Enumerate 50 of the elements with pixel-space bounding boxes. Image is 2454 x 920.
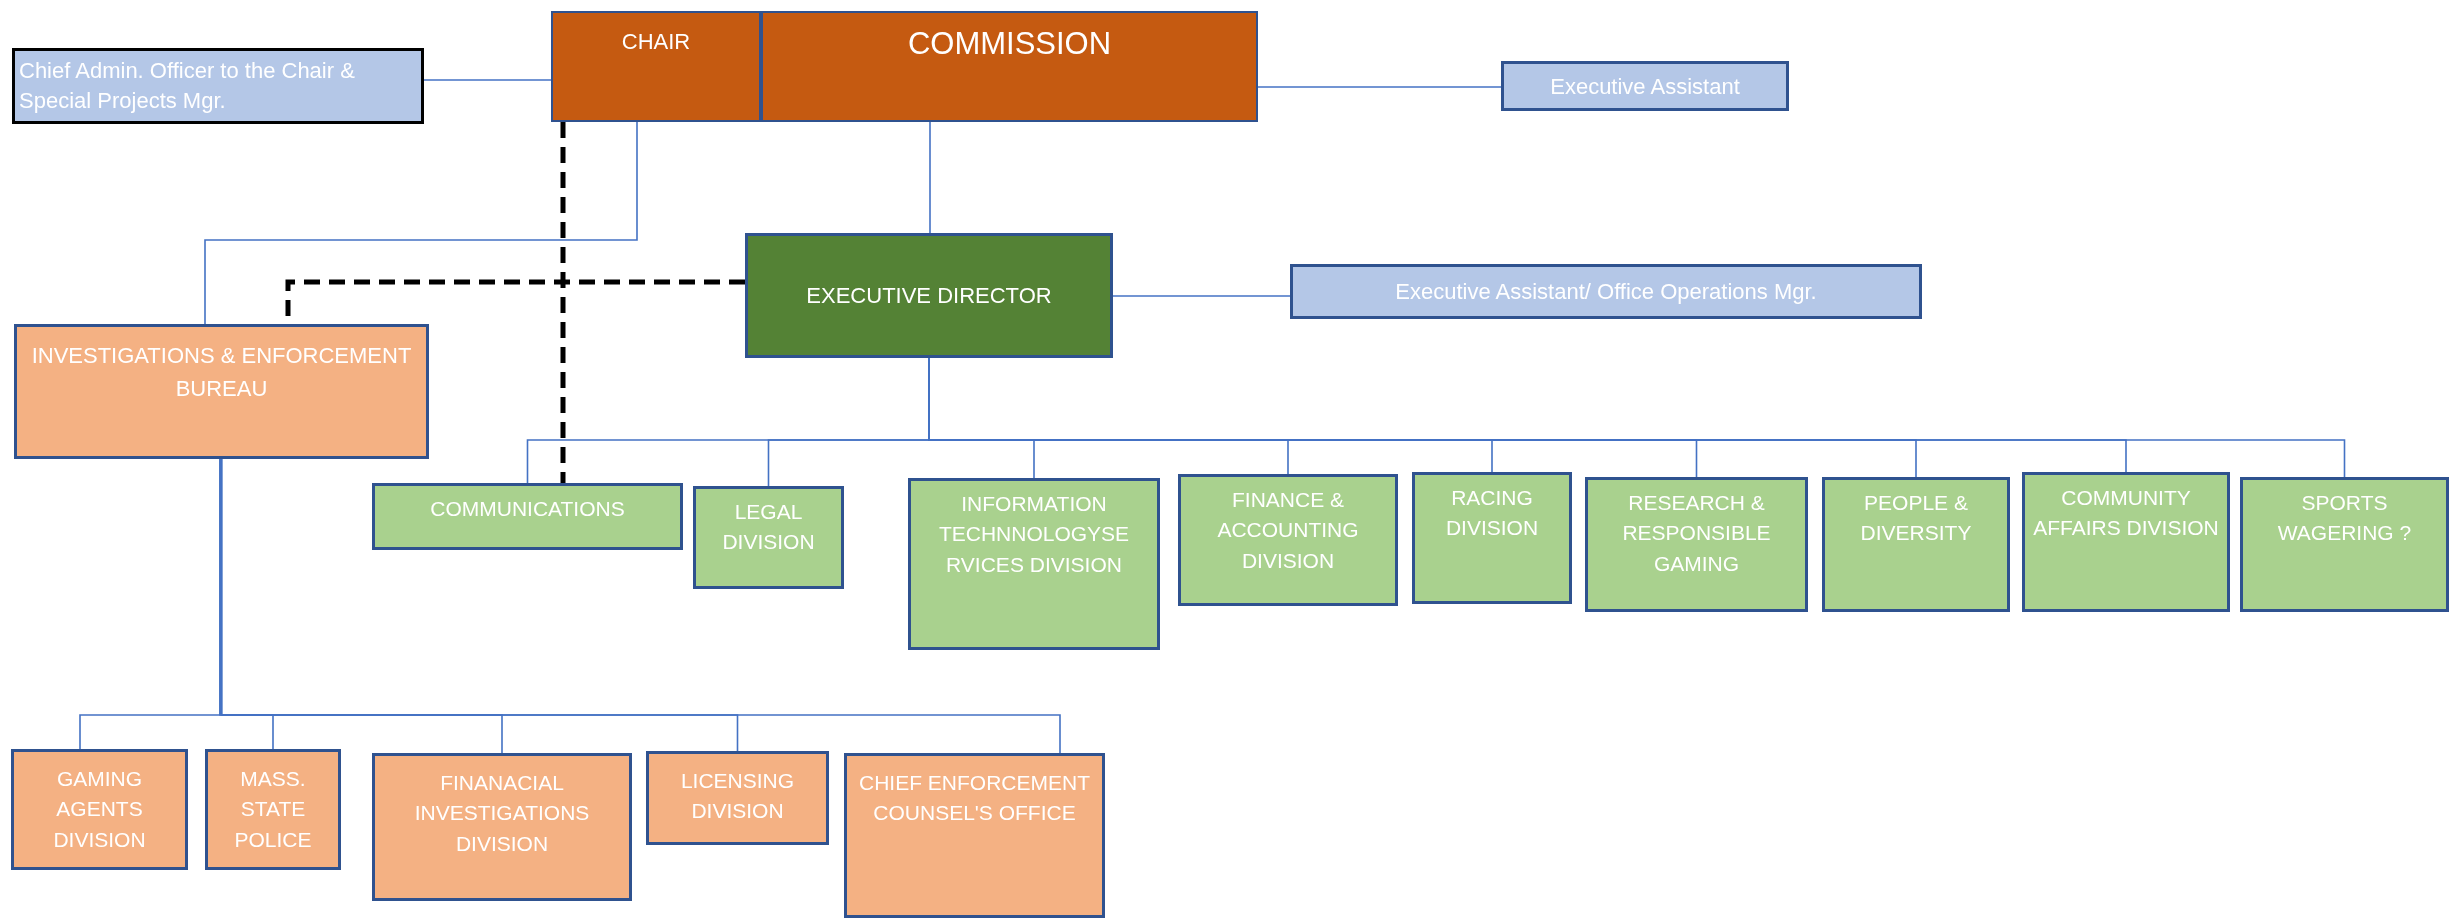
division-box: [372, 483, 683, 550]
node-label: EXECUTIVE DIRECTOR: [806, 282, 1052, 310]
node-label: Executive Assistant/ Office Operations Mgr.: [1395, 278, 1817, 306]
node-label: LEGAL DIVISION: [721, 499, 816, 556]
chair-box: [551, 11, 761, 122]
node-label: RACING DIVISION: [1444, 485, 1540, 542]
dashed-connector: [560, 122, 566, 483]
unit-box: [372, 753, 632, 901]
connector-line: [204, 121, 638, 325]
bureau-box: [14, 324, 429, 459]
node-label: INVESTIGATIONS & ENFORCEMENT BUREAU: [30, 342, 413, 403]
node-label: COMMUNITY AFFAIRS DIVISION: [2032, 485, 2220, 542]
staff-box: [1290, 264, 1922, 319]
unit-box: [11, 749, 188, 870]
unit-box: [646, 751, 829, 845]
staff-box: [12, 48, 424, 124]
division-box: [1585, 477, 1808, 612]
node-label: PEOPLE & DIVERSITY: [1859, 490, 1973, 547]
division-box: [908, 478, 1160, 650]
node-label: COMMISSION: [907, 25, 1112, 63]
unit-box: [205, 749, 341, 870]
connector-line: [220, 458, 739, 752]
division-box: [1178, 474, 1398, 606]
node-label: COMMUNICATIONS: [430, 496, 625, 522]
division-box: [2022, 472, 2230, 612]
node-label: LICENSING DIVISION: [679, 768, 796, 825]
node-label: Chief Admin. Officer to the Chair & Special Projects Mgr.: [19, 57, 356, 115]
unit-box: [844, 753, 1105, 918]
connector-line: [219, 458, 1061, 754]
staff-box: [1501, 61, 1789, 111]
node-label: GAMING AGENTS DIVISION: [52, 766, 147, 853]
node-label: INFORMATION TECHNNOLOGYSE RVICES DIVISION: [937, 491, 1131, 578]
director-box: [745, 233, 1113, 358]
connector-line: [1112, 295, 1291, 297]
node-label: SPORTS WAGERING ?: [2276, 490, 2413, 547]
node-label: RESEARCH & RESPONSIBLE GAMING: [1621, 490, 1772, 577]
node-label: MASS. STATE POLICE: [233, 766, 313, 853]
connector-line: [423, 79, 552, 81]
division-box: [1822, 477, 2010, 612]
node-label: CHIEF ENFORCEMENT COUNSEL'S OFFICE: [858, 770, 1091, 827]
division-box: [1412, 472, 1572, 604]
node-label: FINANCE & ACCOUNTING DIVISION: [1216, 487, 1360, 574]
connector-line: [1257, 86, 1502, 88]
division-box: [693, 486, 844, 589]
node-label: CHAIR: [621, 28, 691, 56]
node-label: FINANACIAL INVESTIGATIONS DIVISION: [413, 770, 591, 857]
node-label: Executive Assistant: [1550, 72, 1740, 101]
division-box: [2240, 477, 2449, 612]
commission-box: [761, 11, 1258, 122]
connector-line: [929, 121, 931, 234]
